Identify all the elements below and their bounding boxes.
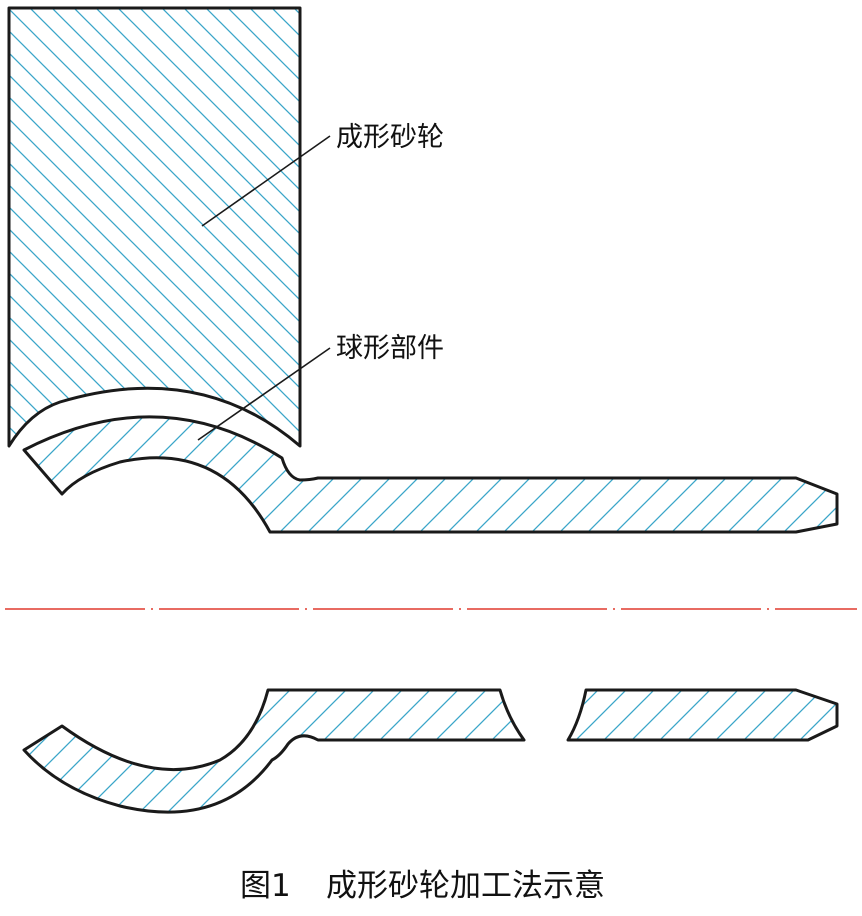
part-label: 球形部件 <box>336 333 444 364</box>
wheel-label: 成形砂轮 <box>336 122 444 153</box>
part-leader-line <box>197 347 331 441</box>
figure-title: 成形砂轮加工法示意 <box>326 868 605 904</box>
forming-wheel-shape <box>7 6 302 448</box>
spherical-part-upper-shape <box>22 415 839 534</box>
wheel-leader-line <box>201 135 331 227</box>
spherical-part-lower-right-shape <box>566 688 839 742</box>
figure-number: 图1 <box>240 868 291 904</box>
spherical-part-lower-shape <box>22 688 526 814</box>
